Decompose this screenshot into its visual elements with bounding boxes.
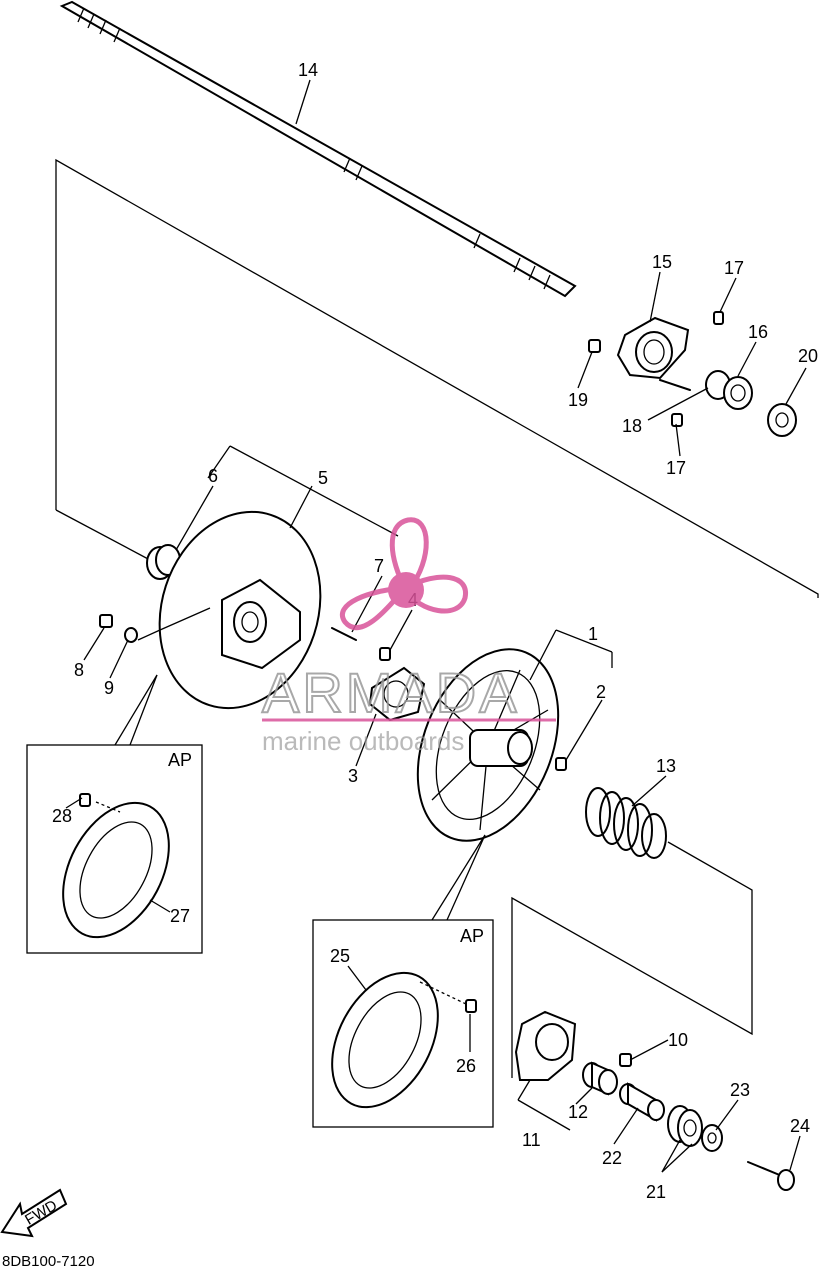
assembly-outline-upper [55, 158, 819, 598]
watermark-brand: ARMADA [262, 661, 520, 724]
callout-20: 20 [798, 346, 818, 366]
callout-28: 28 [52, 806, 72, 826]
callout-5: 5 [318, 468, 328, 488]
callout-23: 23 [730, 1080, 750, 1100]
inset-a [26, 674, 203, 954]
armada-watermark: ARMADA marine outboards [261, 517, 556, 756]
callout-17-bottom: 17 [666, 458, 686, 478]
callout-16: 16 [748, 322, 768, 342]
callout-10: 10 [668, 1030, 688, 1050]
callout-2: 2 [596, 682, 606, 702]
cam-housing [514, 1010, 577, 1081]
bolt-and-washer [99, 607, 211, 643]
drive-shaft [59, 0, 577, 298]
callout-25: 25 [330, 946, 350, 966]
callout-19: 19 [568, 390, 588, 410]
bolt-24 [747, 1161, 795, 1191]
callout-13: 13 [656, 756, 676, 776]
propeller-logo-icon [340, 517, 468, 631]
inset-a-label: AP [168, 750, 192, 770]
callout-labels: 14 15 17 16 20 19 18 17 6 5 7 4 1 8 9 2 … [52, 60, 818, 1202]
callout-18: 18 [622, 416, 642, 436]
inset-b-label: AP [460, 926, 484, 946]
small-fasteners [588, 311, 724, 427]
callout-6: 6 [208, 466, 218, 486]
callout-11: 11 [522, 1130, 541, 1150]
callout-1: 1 [588, 624, 598, 644]
callout-7: 7 [374, 556, 384, 576]
callout-22: 22 [602, 1148, 622, 1168]
screw [555, 757, 567, 771]
bushing [146, 544, 181, 580]
pulley [667, 1105, 703, 1147]
callout-3: 3 [348, 766, 358, 786]
callout-12: 12 [568, 1102, 588, 1122]
washer-23 [701, 1124, 723, 1152]
callout-24: 24 [790, 1116, 810, 1136]
diagram-code: 8DB100-7120 [2, 1253, 95, 1270]
callout-26: 26 [456, 1056, 476, 1076]
assembly-outline-lower [511, 841, 753, 1078]
collar [582, 1061, 618, 1096]
fixed-sheave [158, 510, 322, 710]
inset-b [312, 834, 494, 1128]
callout-17-top: 17 [724, 258, 744, 278]
fwd-arrow-icon: FWD [0, 1188, 68, 1238]
callout-8: 8 [74, 660, 84, 680]
sleeve [619, 1082, 665, 1122]
watermark-tagline: marine outboards [262, 726, 464, 756]
callout-21: 21 [646, 1182, 666, 1202]
callout-27: 27 [170, 906, 190, 926]
nut [619, 1053, 632, 1067]
callout-14: 14 [298, 60, 318, 80]
bearing [705, 370, 753, 410]
bearing-housing [616, 316, 690, 380]
sliding-sheave [416, 648, 560, 842]
spring [585, 787, 667, 859]
callout-15: 15 [652, 252, 672, 272]
leader-lines [65, 79, 807, 1173]
pin-and-screw [331, 627, 391, 661]
plate [368, 666, 426, 722]
callout-9: 9 [104, 678, 114, 698]
washer [767, 403, 797, 437]
